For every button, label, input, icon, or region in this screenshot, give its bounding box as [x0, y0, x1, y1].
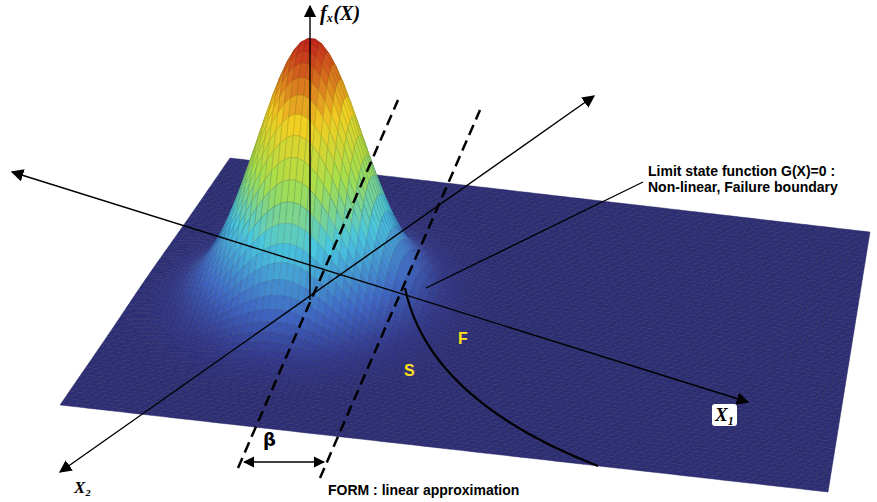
figure-stage: fₓ(X)Limit state function G(X)=0 : Non-l…: [0, 0, 877, 502]
